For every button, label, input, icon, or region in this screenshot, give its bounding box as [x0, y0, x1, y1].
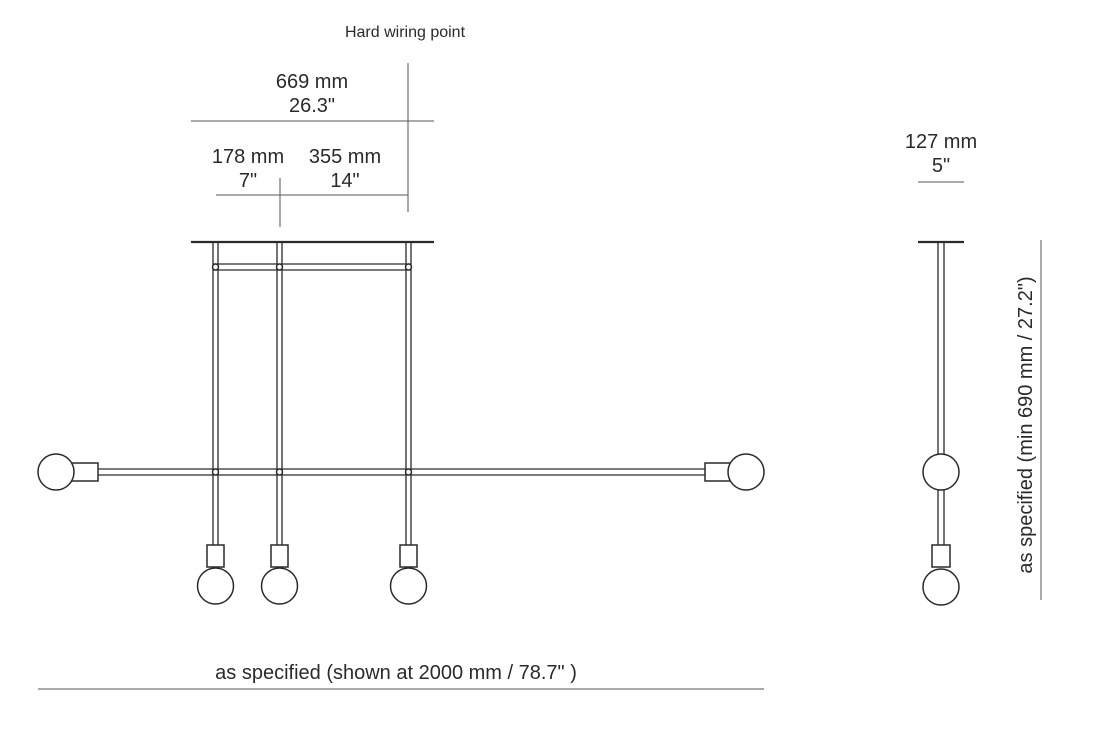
left-bulb-fixture: [37, 453, 99, 491]
overall-width-in-label: 26.3": [289, 95, 335, 117]
hard-wiring-point-label: Hard wiring point: [345, 24, 466, 41]
side-view: 127 mm 5" as specified (min 690 mm / 27.…: [905, 131, 1042, 606]
side-width-in-label: 5": [932, 155, 950, 177]
upper-crossbar: [211, 263, 413, 271]
side-width-mm-label: 127 mm: [905, 131, 977, 153]
suspension-rods: [212, 243, 412, 545]
hanging-bulb-2: [260, 544, 299, 605]
hanging-bulb-3: [389, 544, 428, 605]
hanging-bulb-1: [196, 544, 235, 605]
offset-a-mm-label: 178 mm: [212, 146, 284, 168]
total-length-label: as specified (shown at 2000 mm / 78.7" ): [215, 662, 577, 684]
overall-width-mm-label: 669 mm: [276, 71, 348, 93]
drop-height-label: as specified (min 690 mm / 27.2"): [1015, 276, 1037, 573]
side-horizontal-bulb: [922, 453, 960, 491]
front-view: Hard wiring point 669 mm 26.3" 178 mm 7"…: [37, 24, 765, 690]
main-horizontal-arm: [98, 468, 705, 476]
offset-b-mm-label: 355 mm: [309, 146, 381, 168]
right-bulb-fixture: [704, 453, 765, 491]
side-hanging-bulb: [922, 544, 960, 606]
offset-b-in-label: 14": [330, 170, 359, 192]
offset-a-in-label: 7": [239, 170, 257, 192]
side-suspension-rod: [937, 243, 945, 545]
